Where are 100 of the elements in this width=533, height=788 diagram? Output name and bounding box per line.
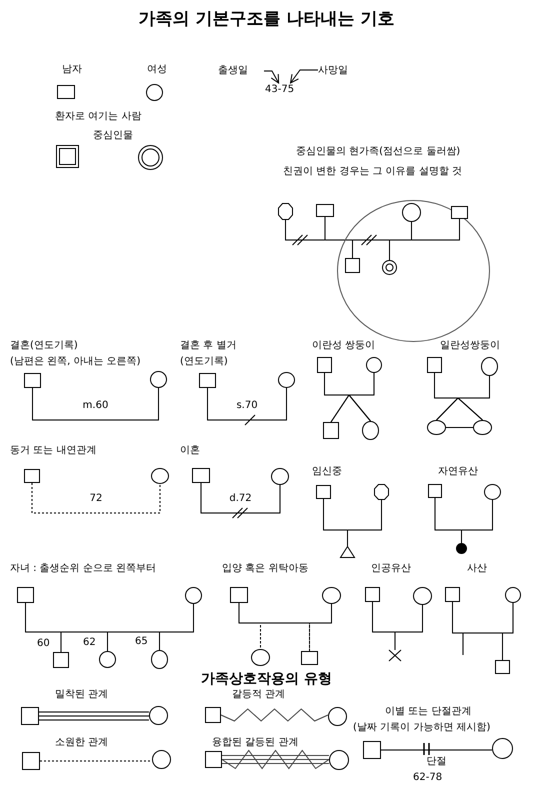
symbol-caption: 일란성쌍둥이 xyxy=(440,340,500,352)
male-symbol xyxy=(199,373,216,388)
female-symbol xyxy=(481,357,498,376)
life-dates: 43-75 xyxy=(265,84,294,96)
relationship-line xyxy=(324,372,374,396)
symbol-caption: 밀착된 관계 xyxy=(55,689,108,701)
index-female-symbol xyxy=(138,145,163,170)
birth-year: 60 xyxy=(37,638,50,650)
symbol-caption: 융합된 갈등된 관계 xyxy=(212,737,298,749)
female-symbol xyxy=(505,587,521,603)
index-male-symbol xyxy=(56,145,79,168)
relationship-line xyxy=(222,750,330,770)
female-symbol xyxy=(152,750,171,769)
symbol-caption: 이란성 쌍둥이 xyxy=(312,340,376,352)
symbol-caption: 갈등적 관계 xyxy=(232,689,286,701)
symbol-caption: 이혼 xyxy=(180,445,200,457)
symbol-caption: 남자 xyxy=(62,64,82,76)
household-outline xyxy=(337,200,490,342)
symbol-caption: (날짜 기록이 가능하면 제시함) xyxy=(353,722,490,734)
symbol-caption: (남편은 왼쪽, 아내는 오른쪽) xyxy=(10,356,141,368)
female-symbol xyxy=(473,420,492,435)
symbol-caption: 자녀 : 출생순위 순으로 왼쪽부터 xyxy=(10,563,156,575)
note-text: 친권이 변한 경우는 그 이유를 설명할 것 xyxy=(283,166,462,178)
abortion-cross xyxy=(389,650,401,661)
relationship-line xyxy=(411,218,460,240)
male-symbol xyxy=(316,485,331,499)
male-symbol xyxy=(24,469,40,483)
male-symbol xyxy=(451,206,468,219)
symbol-caption: 입양 혹은 위탁아동 xyxy=(222,563,308,575)
symbol-caption: 결혼 후 별거 xyxy=(180,340,236,352)
female-symbol xyxy=(427,420,446,435)
female-symbol xyxy=(185,587,202,604)
male-symbol xyxy=(57,85,75,99)
male-symbol xyxy=(428,484,442,498)
male-symbol xyxy=(317,357,332,373)
female-symbol xyxy=(366,357,382,373)
death-date-label: 사망일 xyxy=(318,65,348,77)
male-symbol xyxy=(24,373,41,388)
female-symbol xyxy=(374,484,389,500)
symbol-caption: 자연유산 xyxy=(438,466,478,478)
pregnancy-triangle xyxy=(340,546,355,558)
male-symbol xyxy=(230,587,248,603)
female-symbol xyxy=(322,587,341,604)
miscarriage-dot xyxy=(456,543,467,554)
note-text: 중심인물의 현가족(점선으로 둘러쌈) xyxy=(296,146,460,158)
male-symbol xyxy=(495,660,510,674)
relationship-line xyxy=(324,216,412,240)
relationship-line xyxy=(238,602,332,624)
female-symbol xyxy=(99,651,116,668)
relationship-line xyxy=(25,602,194,632)
symbol-caption: 중심인물 xyxy=(93,130,133,142)
birth-year: 65 xyxy=(135,636,148,648)
diagram-title: 가족의 기본구조를 나타내는 기호 xyxy=(138,8,396,30)
male-symbol xyxy=(345,258,360,273)
female-symbol xyxy=(413,587,432,605)
female-symbol xyxy=(402,203,421,222)
symbol-caption: 임신중 xyxy=(312,466,342,478)
leader-arrow xyxy=(290,70,318,84)
male-symbol xyxy=(316,204,334,217)
symbol-caption: 동거 또는 내연관계 xyxy=(10,445,96,457)
male-symbol xyxy=(445,587,460,602)
female-symbol xyxy=(149,706,168,725)
female-symbol xyxy=(278,203,293,220)
female-symbol xyxy=(329,750,349,770)
symbol-caption: 여성 xyxy=(147,64,167,76)
leader-arrow xyxy=(264,70,280,84)
symbol-caption: 인공유산 xyxy=(371,563,411,575)
symbol-caption: 사산 xyxy=(467,563,487,575)
relationship-line xyxy=(434,498,493,530)
symbol-caption: 결혼(연도기록) xyxy=(10,340,78,352)
section-heading: 가족상호작용의 유형 xyxy=(200,670,333,688)
relationship-line xyxy=(434,372,490,398)
relationship-line xyxy=(452,602,514,634)
female-symbol xyxy=(150,371,167,388)
male-symbol xyxy=(53,652,69,668)
birth-date-label: 출생일 xyxy=(218,65,248,77)
symbol-caption: 이별 또는 단절관계 xyxy=(385,706,472,718)
relationship-line xyxy=(38,712,150,720)
index-female-symbol xyxy=(382,260,397,275)
female-symbol xyxy=(492,738,513,759)
male-symbol xyxy=(17,587,34,603)
male-symbol xyxy=(365,587,380,602)
relationship-line xyxy=(40,760,152,762)
symbol-caption: (연도기록) xyxy=(180,356,228,368)
relationship-line xyxy=(32,482,160,514)
male-symbol xyxy=(323,422,339,439)
female-symbol xyxy=(146,84,163,101)
male-symbol xyxy=(192,468,210,483)
date-range: 62-78 xyxy=(413,772,442,784)
female-symbol xyxy=(362,421,379,440)
female-symbol xyxy=(151,468,169,484)
relationship-line xyxy=(446,427,474,428)
female-symbol xyxy=(251,649,270,666)
relationship-line xyxy=(32,388,159,420)
male-symbol xyxy=(205,707,221,723)
relationship-line xyxy=(323,498,382,530)
symbol-caption: 소원한 관계 xyxy=(55,737,108,749)
male-symbol xyxy=(22,752,40,770)
female-symbol xyxy=(278,372,295,388)
male-symbol xyxy=(363,741,381,759)
